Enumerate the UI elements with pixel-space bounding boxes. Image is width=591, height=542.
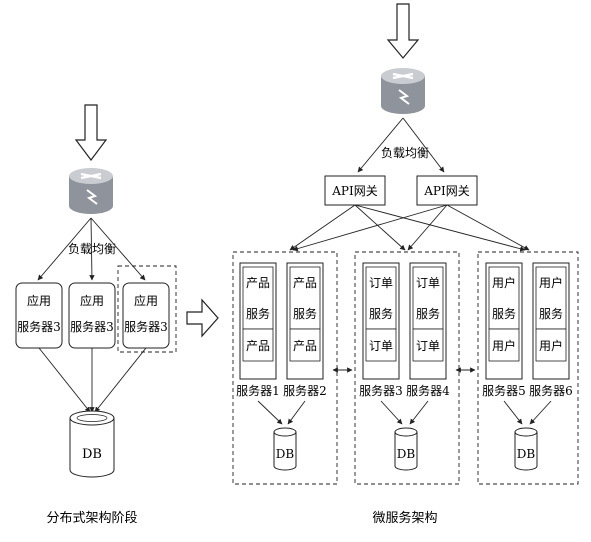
svg-text:用户: 用户	[492, 338, 516, 353]
svg-text:产品: 产品	[246, 276, 270, 290]
service-group-order: 订单 服务 订单 服务器3 订单 服务 订单 服务器4 DB	[354, 251, 460, 485]
svg-text:API网关: API网关	[331, 184, 377, 198]
svg-text:产品: 产品	[293, 276, 317, 290]
right-router-icon	[381, 68, 425, 114]
api-gateway-1: API网关	[324, 175, 386, 206]
server-2: 产品 服务 产品 服务器2	[283, 262, 327, 398]
server-6: 用户 服务 用户 服务器6	[529, 262, 573, 398]
svg-text:DB: DB	[276, 447, 295, 461]
service-group-user: 用户 服务 用户 服务器5 用户 服务 用户 服务器6 DB	[477, 251, 579, 485]
svg-text:应用: 应用	[134, 293, 158, 308]
svg-text:用户: 用户	[539, 275, 563, 290]
transition-arrow	[186, 298, 219, 338]
svg-text:服务器3: 服务器3	[124, 319, 168, 334]
svg-text:服务器1: 服务器1	[236, 383, 280, 398]
left-dashed-box	[117, 265, 177, 353]
left-app-server-2: 应用 服务器3	[68, 282, 116, 349]
svg-text:服务器6: 服务器6	[529, 383, 573, 398]
svg-text:服务: 服务	[416, 306, 440, 321]
svg-text:订单: 订单	[369, 339, 393, 353]
svg-text:应用: 应用	[27, 293, 51, 308]
svg-text:应用: 应用	[80, 293, 104, 308]
svg-text:DB: DB	[397, 447, 416, 461]
server-3: 订单 服务 订单 服务器3	[359, 262, 403, 398]
svg-text:产品: 产品	[293, 339, 317, 353]
svg-text:API网关: API网关	[423, 184, 469, 198]
server-1: 产品 服务 产品 服务器1	[236, 262, 280, 398]
svg-text:服务器5: 服务器5	[482, 383, 526, 398]
svg-text:订单: 订单	[416, 276, 440, 290]
svg-text:订单: 订单	[416, 339, 440, 353]
svg-text:DB: DB	[517, 447, 536, 461]
left-section: 负载均衡 应用 服务器3 应用 服务器3 应用 服务器3	[15, 104, 177, 526]
svg-text:服务: 服务	[293, 306, 317, 321]
svg-text:订单: 订单	[369, 276, 393, 290]
svg-text:服务器3: 服务器3	[70, 319, 114, 334]
right-caption: 微服务架构	[372, 510, 437, 526]
left-db-icon: DB	[69, 410, 115, 478]
left-app-server-3: 应用 服务器3	[122, 282, 170, 349]
db-icon-3: DB	[514, 427, 538, 471]
svg-text:产品: 产品	[246, 339, 270, 353]
svg-text:服务: 服务	[369, 306, 393, 321]
right-lb-label: 负载均衡	[381, 146, 429, 160]
left-router-icon	[69, 168, 113, 214]
api-gateway-2: API网关	[416, 175, 478, 206]
left-lb-label: 负载均衡	[68, 242, 116, 256]
svg-text:DB: DB	[82, 447, 102, 462]
svg-text:服务器4: 服务器4	[406, 383, 450, 398]
svg-text:服务: 服务	[246, 306, 270, 321]
left-app-server-1: 应用 服务器3	[15, 282, 63, 349]
left-caption: 分布式架构阶段	[46, 511, 137, 526]
server-4: 订单 服务 订单 服务器4	[406, 262, 450, 398]
svg-text:服务器3: 服务器3	[17, 319, 61, 334]
svg-text:服务器3: 服务器3	[359, 383, 403, 398]
server-5: 用户 服务 用户 服务器5	[482, 262, 526, 398]
svg-text:用户: 用户	[492, 275, 516, 290]
svg-text:服务: 服务	[539, 306, 563, 321]
svg-text:服务器2: 服务器2	[283, 383, 327, 398]
svg-text:服务: 服务	[492, 306, 516, 321]
db-icon-2: DB	[394, 427, 418, 471]
left-inbound-arrow	[74, 104, 108, 161]
service-group-product: 产品 服务 产品 服务器1 产品 服务 产品 服务器2 DB	[232, 251, 338, 485]
svg-text:用户: 用户	[539, 338, 563, 353]
right-section: 负载均衡 API网关 API网关 产品 服务	[232, 3, 579, 526]
db-icon-1: DB	[273, 427, 297, 471]
right-inbound-arrow	[386, 3, 420, 59]
